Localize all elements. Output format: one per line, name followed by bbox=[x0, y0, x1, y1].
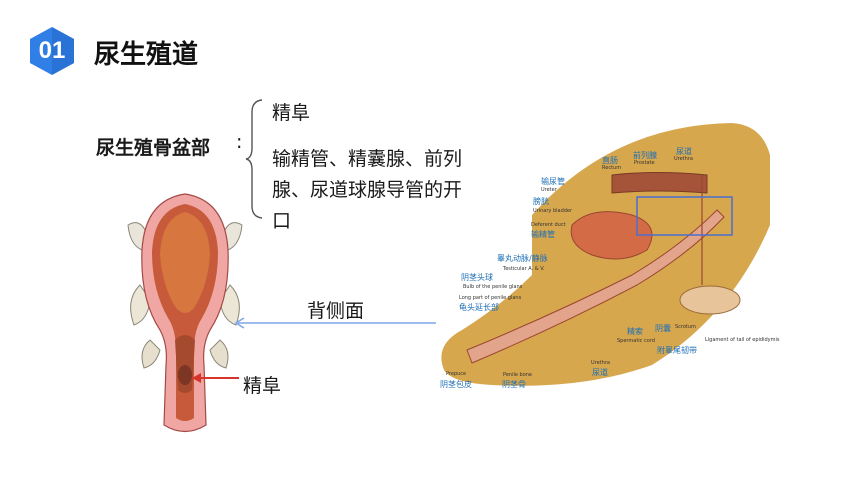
dorsal-view-illustration bbox=[127, 193, 243, 433]
label-ureter-en: Ureter bbox=[541, 187, 557, 193]
lateral-view-illustration bbox=[441, 123, 770, 386]
label-bulb-en: Bulb of the penile glans bbox=[463, 284, 523, 290]
list-item-seminal-colliculus: 精阜 bbox=[272, 102, 311, 124]
label-urethra-bot-cn: 尿道 bbox=[592, 368, 608, 377]
label-scrotum-en: Scrotum bbox=[675, 324, 696, 330]
arrow-left-red-icon bbox=[192, 373, 239, 383]
label-prostate-cn: 前列腺 bbox=[633, 151, 657, 160]
label-deferent-en: Deferent duct bbox=[531, 222, 566, 228]
hexagon-icon bbox=[30, 27, 74, 75]
label-prostate-en: Prostate bbox=[634, 160, 655, 166]
label-testicular-cn: 睾丸动脉/静脉 bbox=[497, 254, 548, 263]
label-urethra-top-en: Urethra bbox=[674, 156, 693, 162]
arrow-left-icon bbox=[234, 317, 436, 329]
list-item-duct-openings: 输精管、精囊腺、前列腺、尿道球腺导管的开口 bbox=[272, 148, 463, 232]
label-bone-cn: 阴茎骨 bbox=[502, 380, 526, 389]
label-rectum-en: Rectum bbox=[602, 165, 622, 171]
highlight-box bbox=[636, 196, 733, 236]
label-ureter-cn: 输尿管 bbox=[541, 177, 565, 186]
label-bulb-cn: 阴茎头球 bbox=[461, 273, 493, 282]
slide-title: 尿生殖道 bbox=[94, 40, 199, 70]
label-bladder-cn: 膀胱 bbox=[533, 197, 549, 206]
label-urethra-top-cn: 尿道 bbox=[676, 147, 692, 156]
left-brace-icon bbox=[245, 99, 263, 219]
term-colon: : bbox=[236, 131, 243, 153]
term-label: 尿生殖骨盆部 bbox=[96, 137, 211, 159]
label-rectum-cn: 直肠 bbox=[602, 156, 618, 165]
label-longpart-cn: 龟头延长部 bbox=[459, 303, 499, 312]
label-ligament-cn: 附睾尾韧带 bbox=[657, 346, 697, 355]
seminal-colliculus-label: 精阜 bbox=[243, 375, 282, 397]
label-prepuce-en: Prepuce bbox=[446, 371, 467, 377]
label-scrotum-cn: 阴囊 bbox=[655, 324, 671, 333]
label-deferent-cn: 输精管 bbox=[531, 230, 555, 239]
label-cord-cn: 精索 bbox=[627, 327, 643, 336]
label-cord-en: Spermatic cord bbox=[617, 338, 655, 344]
label-urethra-bot-en: Urethra bbox=[591, 360, 610, 366]
section-number: 01 bbox=[38, 37, 66, 64]
label-ligament-en: Ligament of tail of epididymis bbox=[705, 337, 780, 343]
label-prepuce-cn: 阴茎包皮 bbox=[440, 380, 472, 389]
dorsal-view-label: 背侧面 bbox=[307, 300, 365, 322]
section-number-badge: 01 bbox=[28, 26, 76, 76]
label-bladder-en: Urinary bladder bbox=[533, 208, 573, 214]
label-longpart-en: Long part of penile glans bbox=[459, 295, 522, 301]
label-testicular-en: Testicular A. & V. bbox=[503, 266, 545, 272]
label-bone-en: Penile bone bbox=[503, 372, 533, 378]
